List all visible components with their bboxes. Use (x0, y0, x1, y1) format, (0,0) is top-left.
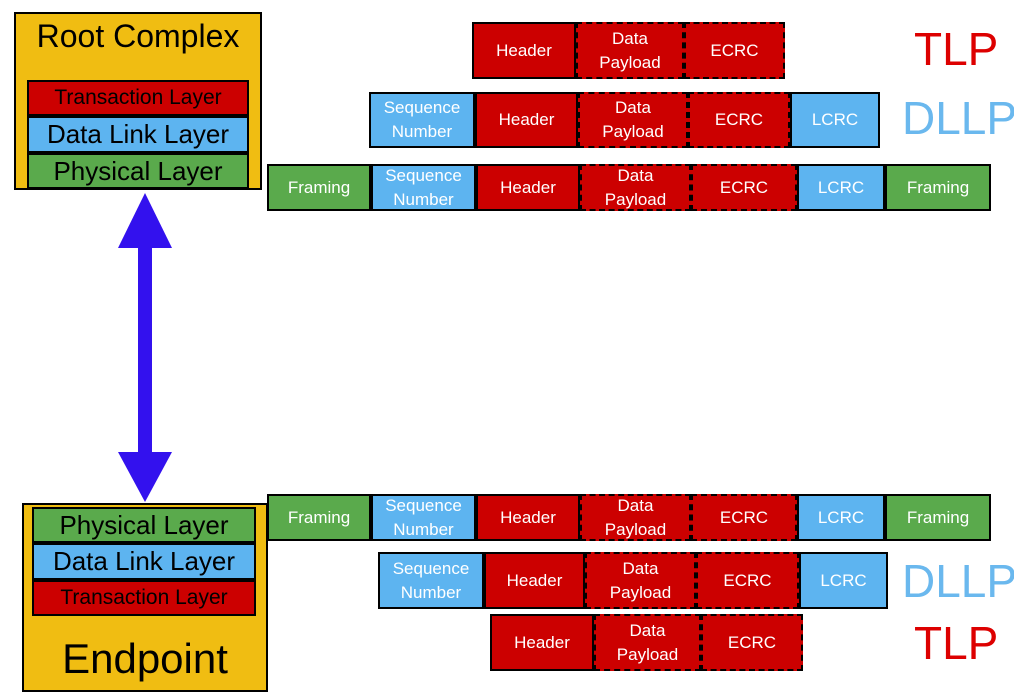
phys-header: Header (476, 164, 580, 211)
phys-framing-start: Framing (267, 164, 371, 211)
ep-phys-framing-start: Framing (267, 494, 371, 541)
phys-framing-end: Framing (885, 164, 991, 211)
dllp-header: Header (475, 92, 578, 148)
root-physical-layer: Physical Layer (27, 153, 249, 189)
ep-dllp-lcrc: LCRC (799, 552, 888, 609)
tlp-ecrc: ECRC (684, 22, 785, 79)
tlp-label-top: TLP (914, 23, 999, 75)
tlp-header: Header (472, 22, 576, 79)
endpoint-title: Endpoint (62, 635, 228, 682)
root-transaction-layer: Transaction Layer (27, 80, 249, 116)
endpoint-data-link-layer: Data Link Layer (32, 543, 256, 580)
dllp-ecrc: ECRC (688, 92, 790, 148)
ep-dllp-header: Header (484, 552, 585, 609)
tlp-label-bottom: TLP (914, 617, 999, 669)
ep-phys-framing-end: Framing (885, 494, 991, 541)
root-data-link-layer: Data Link Layer (27, 116, 249, 153)
endpoint-physical-layer: Physical Layer (32, 507, 256, 543)
phys-ecrc: ECRC (691, 164, 797, 211)
dllp-label-bottom: DLLP (902, 555, 1014, 607)
ep-phys-header: Header (476, 494, 580, 541)
ep-phys-lcrc: LCRC (797, 494, 885, 541)
endpoint-transaction-layer: Transaction Layer (32, 580, 256, 616)
ep-dllp-ecrc: ECRC (696, 552, 799, 609)
dllp-lcrc: LCRC (790, 92, 880, 148)
root-complex-title: Root Complex (36, 18, 240, 54)
dllp-label-top: DLLP (902, 92, 1014, 144)
phys-lcrc: LCRC (797, 164, 885, 211)
ep-tlp-header: Header (490, 614, 594, 671)
ep-tlp-ecrc: ECRC (701, 614, 803, 671)
ep-phys-ecrc: ECRC (691, 494, 797, 541)
